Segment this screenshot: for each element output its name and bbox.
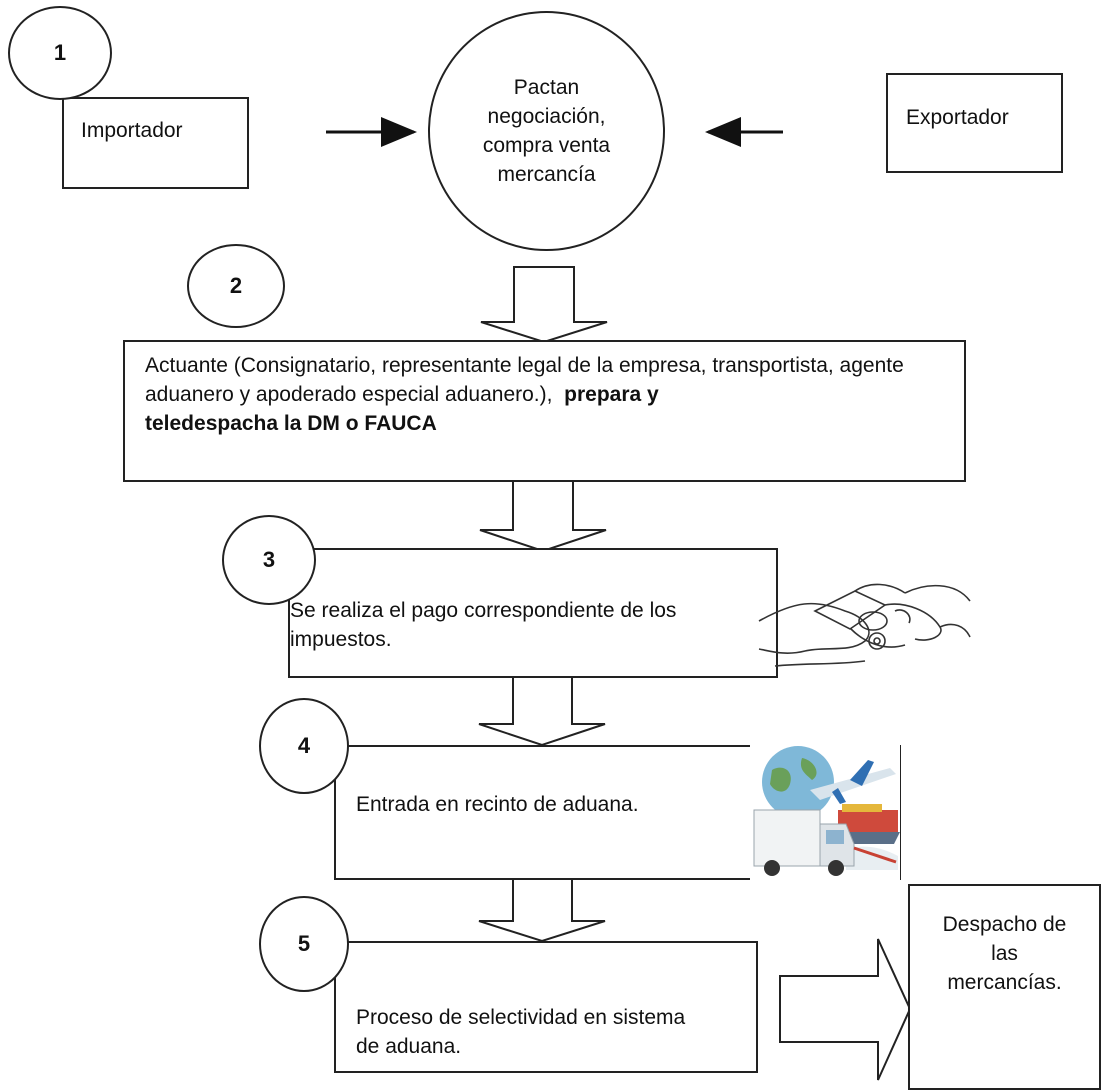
step-5-box: Proceso de selectividad en sistema de ad… [334, 941, 758, 1073]
hands-exchanging-money-icon [755, 571, 975, 675]
step-2-text-bold-1: prepara y [564, 383, 659, 406]
step-3-badge: 3 [222, 515, 316, 605]
negotiation-line-3: compra venta [482, 134, 611, 157]
negotiation-line-4: mercancía [497, 163, 596, 186]
step-2-text: Actuante (Consignatario, representante l… [145, 351, 955, 438]
dispatch-line-3: mercancías. [947, 971, 1062, 994]
down-arrow-3 [478, 676, 606, 747]
dispatch-line-1: Despacho de [942, 913, 1067, 936]
down-arrow-4 [478, 877, 606, 943]
dispatch-box: Despacho de las mercancías. [908, 884, 1101, 1090]
step-5-number: 5 [297, 931, 311, 956]
step-5-text-line-1: Proceso de selectividad en sistema [356, 1006, 686, 1029]
down-arrow-2 [479, 479, 607, 553]
negotiation-line-1: Pactan [513, 76, 580, 99]
step-2-text-plain: Actuante (Consignatario, representante l… [145, 354, 904, 406]
step-2-number: 2 [229, 273, 243, 298]
step-3-number: 3 [262, 547, 276, 572]
exporter-label: Exportador [906, 106, 1009, 129]
step-4-number: 4 [297, 733, 311, 758]
dispatch-line-2: las [991, 942, 1018, 965]
negotiation-line-2: negociación, [487, 105, 606, 128]
importer-label: Importador [81, 119, 183, 142]
step-4-badge: 4 [259, 698, 349, 794]
step-2-box: Actuante (Consignatario, representante l… [123, 340, 966, 482]
step-1-number: 1 [53, 40, 67, 65]
step-5-text-line-2: de aduana. [356, 1035, 462, 1058]
exporter-box: Exportador [886, 73, 1063, 173]
step-2-badge: 2 [187, 244, 285, 328]
step-3-text-line-2: impuestos. [290, 628, 392, 651]
right-arrow-to-dispatch [779, 938, 912, 1081]
down-arrow-1 [480, 266, 608, 344]
transport-globe-plane-truck-ship-icon [750, 740, 900, 880]
step-3-box: Se realiza el pago correspondiente de lo… [288, 548, 778, 678]
importer-box: Importador [62, 97, 249, 189]
step-4-text: Entrada en recinto de aduana. [356, 793, 639, 816]
negotiation-circle: Pactan negociación, compra venta mercanc… [428, 11, 665, 251]
step-5-badge: 5 [259, 896, 349, 992]
step-1-badge: 1 [8, 6, 112, 100]
step-2-text-bold-2: teledespacha la DM o FAUCA [145, 412, 437, 435]
step-3-text-line-1: Se realiza el pago correspondiente de lo… [290, 599, 677, 622]
